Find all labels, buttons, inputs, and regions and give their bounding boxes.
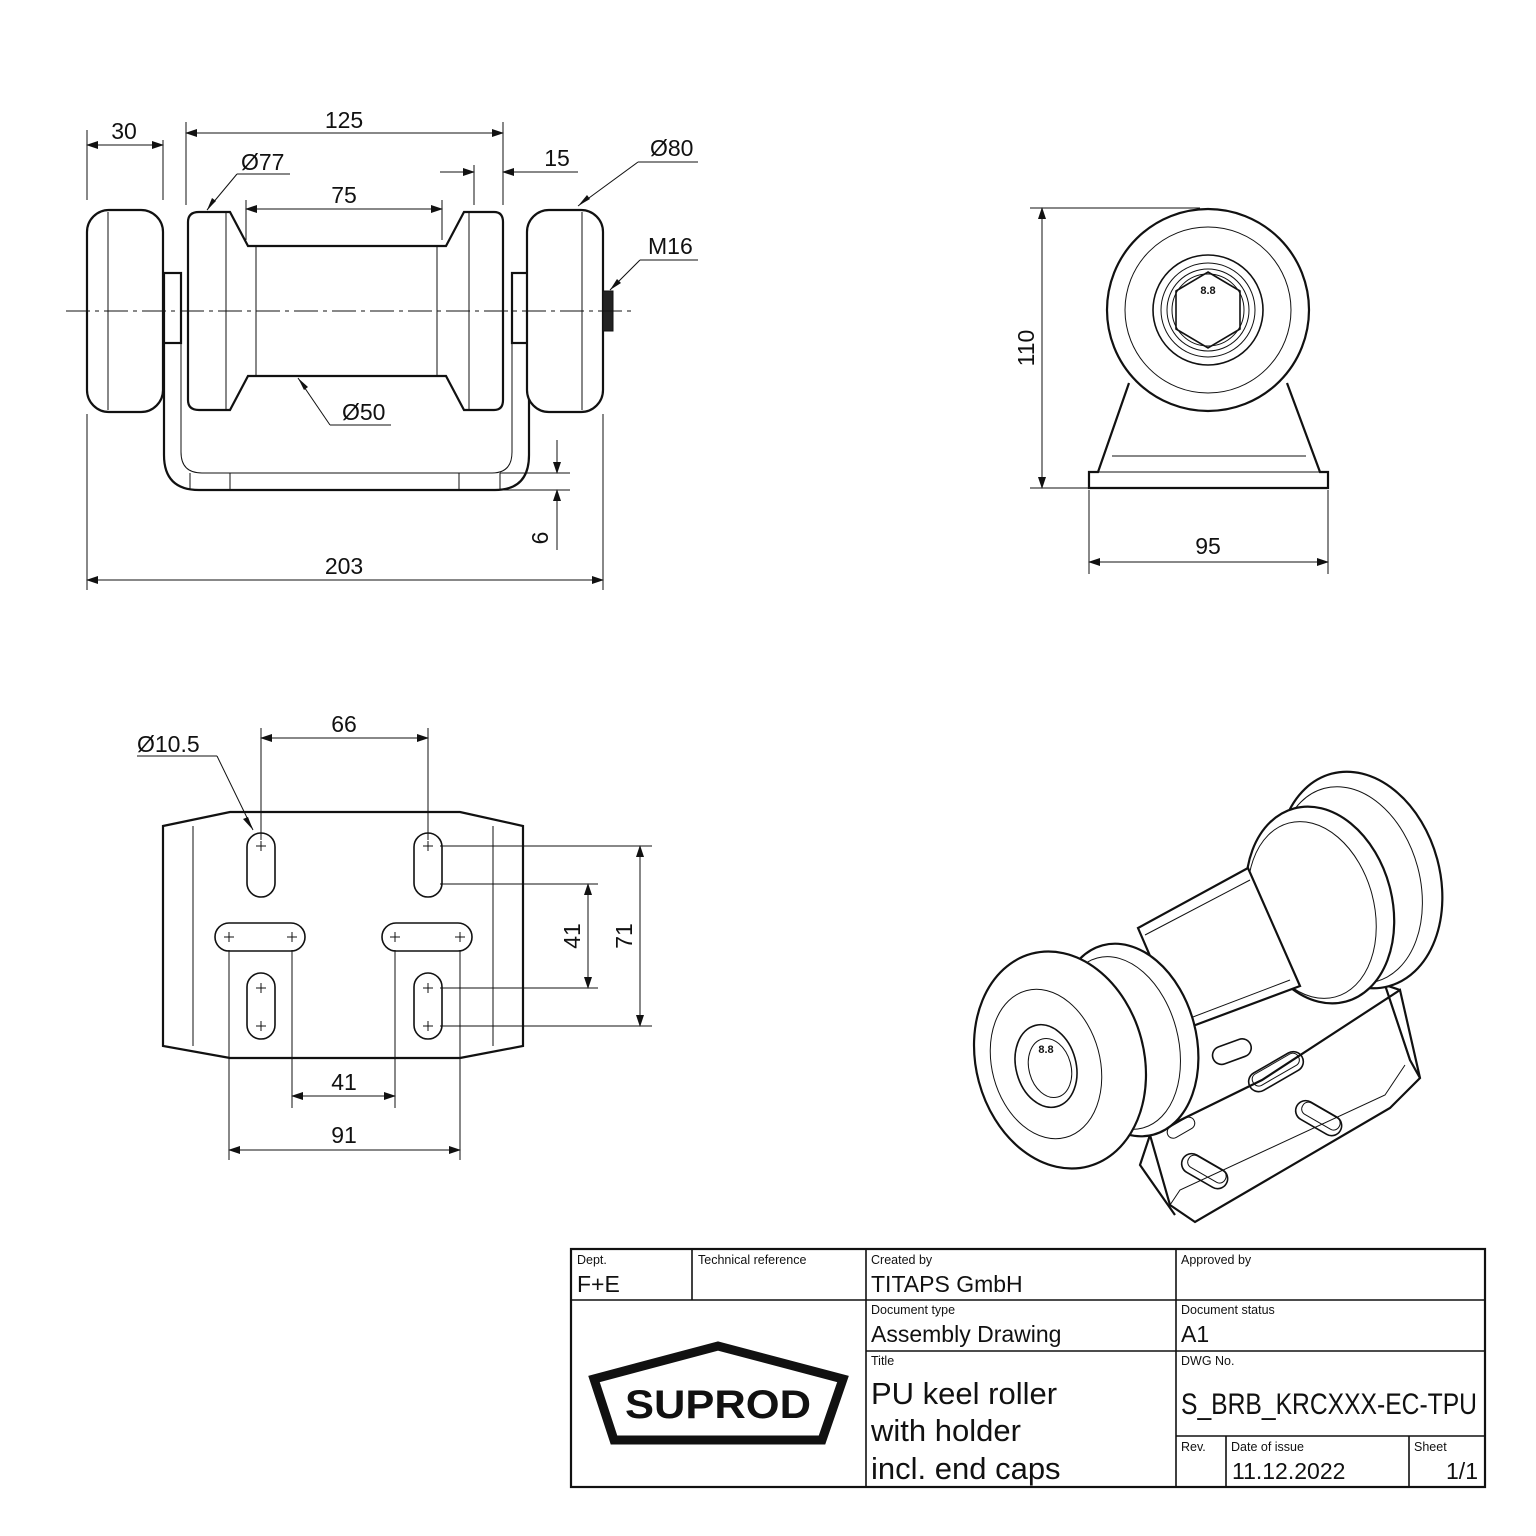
dim-41-vertical: 41 xyxy=(559,923,585,949)
iso-view: 8.8 xyxy=(972,770,1444,1224)
dim-15: 15 xyxy=(544,145,570,171)
dim-m16: M16 xyxy=(648,233,693,259)
slot-mid-left xyxy=(214,922,306,952)
tb-tech-ref-label: Technical reference xyxy=(698,1253,806,1267)
dim-6: 6 xyxy=(527,532,553,545)
tb-date-value: 11.12.2022 xyxy=(1232,1458,1345,1484)
tb-dept-label: Dept. xyxy=(577,1253,607,1267)
logo-text: SUPROD xyxy=(625,1383,811,1427)
slot-bottom-left xyxy=(246,972,276,1040)
tb-dwg-label: DWG No. xyxy=(1181,1354,1234,1368)
tb-docstatus-label: Document status xyxy=(1181,1303,1275,1317)
iso-front-cap xyxy=(972,950,1148,1170)
tb-doctype-value: Assembly Drawing xyxy=(871,1321,1061,1347)
side-wheel xyxy=(1105,207,1311,413)
front-view: 30 125 15 Ø80 Ø77 75 M16 xyxy=(66,107,698,590)
nut-mark: 8.8 xyxy=(1200,285,1215,297)
tb-dept-value: F+E xyxy=(577,1271,620,1297)
iso-slot-4 xyxy=(1211,1038,1253,1066)
title-block: Dept. F+E Technical reference Created by… xyxy=(569,1247,1487,1489)
tb-created-value: TITAPS GmbH xyxy=(871,1271,1023,1297)
dim-66: 66 xyxy=(331,711,357,737)
tb-date-label: Date of issue xyxy=(1231,1440,1304,1454)
slot-bottom-right xyxy=(413,972,443,1040)
tb-sheet-value: 1/1 xyxy=(1446,1458,1478,1484)
base-plate xyxy=(161,810,525,1060)
tb-docstatus-value: A1 xyxy=(1181,1321,1209,1347)
tb-title-line2: with holder xyxy=(870,1413,1021,1448)
iso-base-plate xyxy=(1148,988,1422,1224)
dim-91: 91 xyxy=(331,1122,357,1148)
side-view: 8.8 110 95 xyxy=(1013,207,1330,574)
side-bracket xyxy=(1087,382,1330,490)
holder-bracket xyxy=(162,275,531,492)
dim-dia80: Ø80 xyxy=(650,135,693,161)
dim-125: 125 xyxy=(325,107,363,133)
dim-110: 110 xyxy=(1013,330,1039,367)
tb-title-line1: PU keel roller xyxy=(871,1376,1057,1411)
iso-nut-mark: 8.8 xyxy=(1038,1044,1053,1056)
suprod-logo: SUPROD xyxy=(588,1341,849,1445)
iso-slot-1 xyxy=(1247,1050,1305,1093)
dim-95: 95 xyxy=(1195,533,1221,559)
dim-203: 203 xyxy=(325,553,363,579)
tb-sheet-label: Sheet xyxy=(1414,1440,1447,1454)
tb-created-label: Created by xyxy=(871,1253,933,1267)
dim-75: 75 xyxy=(331,182,357,208)
dim-30: 30 xyxy=(111,118,137,144)
tb-dwg-value: S_BRB_KRCXXX-EC-TPU xyxy=(1181,1388,1477,1421)
dim-71: 71 xyxy=(611,923,637,949)
tb-title-line3: incl. end caps xyxy=(871,1451,1061,1486)
tb-title-label: Title xyxy=(871,1354,894,1368)
dim-41-horizontal: 41 xyxy=(331,1069,357,1095)
iso-slot-3 xyxy=(1180,1152,1229,1190)
tb-doctype-label: Document type xyxy=(871,1303,955,1317)
side-hex-nut xyxy=(1175,271,1241,349)
tb-approved-label: Approved by xyxy=(1181,1253,1252,1267)
tb-rev-label: Rev. xyxy=(1181,1440,1206,1454)
dim-dia10-5: Ø10.5 xyxy=(137,731,200,757)
dim-dia50: Ø50 xyxy=(342,399,385,425)
slot-mid-right xyxy=(381,922,473,952)
dim-dia77: Ø77 xyxy=(241,149,284,175)
iso-slot-2 xyxy=(1294,1099,1343,1137)
plate-view: Ø10.5 66 41 71 41 91 xyxy=(137,711,652,1160)
